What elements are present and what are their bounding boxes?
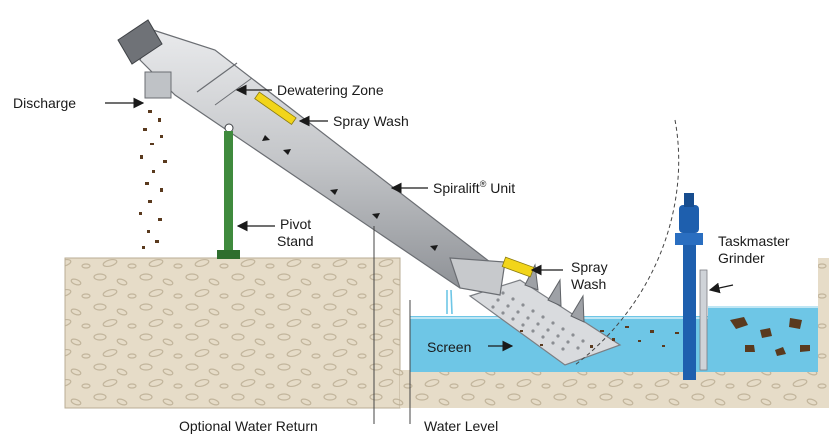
label-wash: Wash [571,276,606,292]
label-water-level: Water Level [424,418,498,434]
discharge-spout [144,71,172,99]
taskmaster-grinder [675,193,708,380]
label-spray: Spray [571,259,608,275]
screen-trough [468,279,622,366]
label-stand: Stand [277,233,314,249]
label-dewatering-zone: Dewatering Zone [277,82,384,98]
label-discharge: Discharge [13,95,76,111]
spray-bar-top [254,91,297,126]
channel-solids [520,317,810,356]
channel-floor [400,370,829,408]
drive-head [117,19,163,65]
water-channel-right [708,306,818,372]
pivot-stand [217,123,240,259]
label-spiralift-unit: Spiralift® Unit [433,179,515,196]
label-spray-wash-top: Spray Wash [333,113,409,129]
label-spiralift-reg: ® [480,179,487,189]
label-taskmaster: Taskmaster [718,233,790,249]
ground-right [818,258,829,408]
label-spiralift: Spiralift [433,180,480,196]
tube-body [139,29,491,289]
label-grinder: Grinder [718,250,765,266]
label-optional-water-return: Optional Water Return [179,418,318,434]
label-pivot: Pivot [280,216,311,232]
discharge-solids [139,110,167,249]
label-spiralift-suffix: Unit [486,180,515,196]
ground-left [64,257,401,409]
spray-bar-bottom [501,256,535,278]
label-screen: Screen [427,339,471,355]
